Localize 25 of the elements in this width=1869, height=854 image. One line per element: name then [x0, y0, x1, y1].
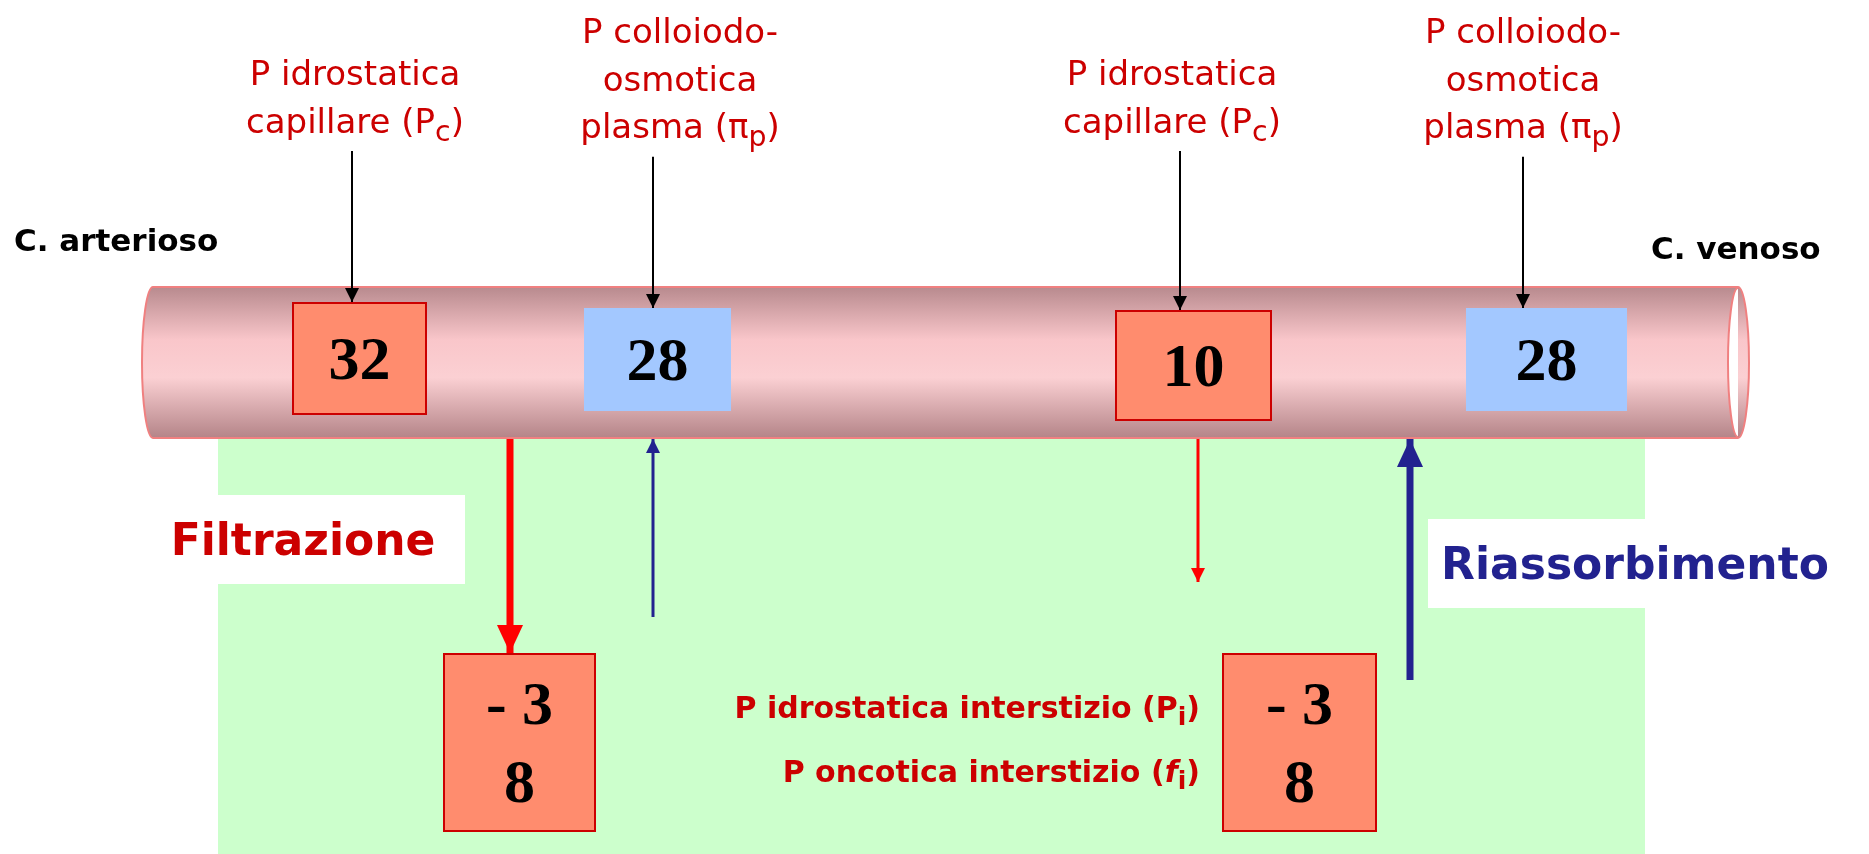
value-box: 28	[1466, 308, 1627, 411]
arrow	[1173, 150, 1187, 311]
arrow	[646, 155, 660, 309]
value-box	[443, 653, 596, 832]
value-box: 10	[1115, 310, 1272, 421]
pressure-label: P idrostatica capillare (P$_{c}$)	[215, 50, 495, 152]
pressure-label: P idrostatica capillare (P$_{c}$)	[1032, 50, 1312, 152]
pressure-label: P oncotica interstizio (f$_{i}$)	[781, 753, 1200, 796]
value-box: 32	[292, 302, 427, 415]
capillary-tube	[141, 286, 1750, 439]
arrow	[1191, 439, 1205, 582]
vessel-end-label: C. venoso	[1651, 230, 1821, 266]
value-text: - 3	[485, 668, 554, 739]
pressure-label: P colloiodo-osmotica plasma (π$_{p}$)	[1398, 8, 1648, 157]
arrow	[1516, 155, 1530, 309]
pressure-label: P idrostatica interstizio (P$_{i}$)	[733, 689, 1200, 732]
value-text: - 3	[1265, 668, 1334, 739]
arrow	[345, 150, 359, 303]
value-box	[1222, 653, 1377, 832]
value-box: 28	[584, 308, 731, 411]
arrow	[646, 439, 660, 617]
pressure-label: P colloiodo-osmotica plasma (π$_{p}$)	[555, 8, 805, 157]
value-text: 8	[1284, 745, 1315, 817]
vessel-end-label: C. arterioso	[14, 222, 219, 258]
value-text: 8	[504, 745, 535, 817]
